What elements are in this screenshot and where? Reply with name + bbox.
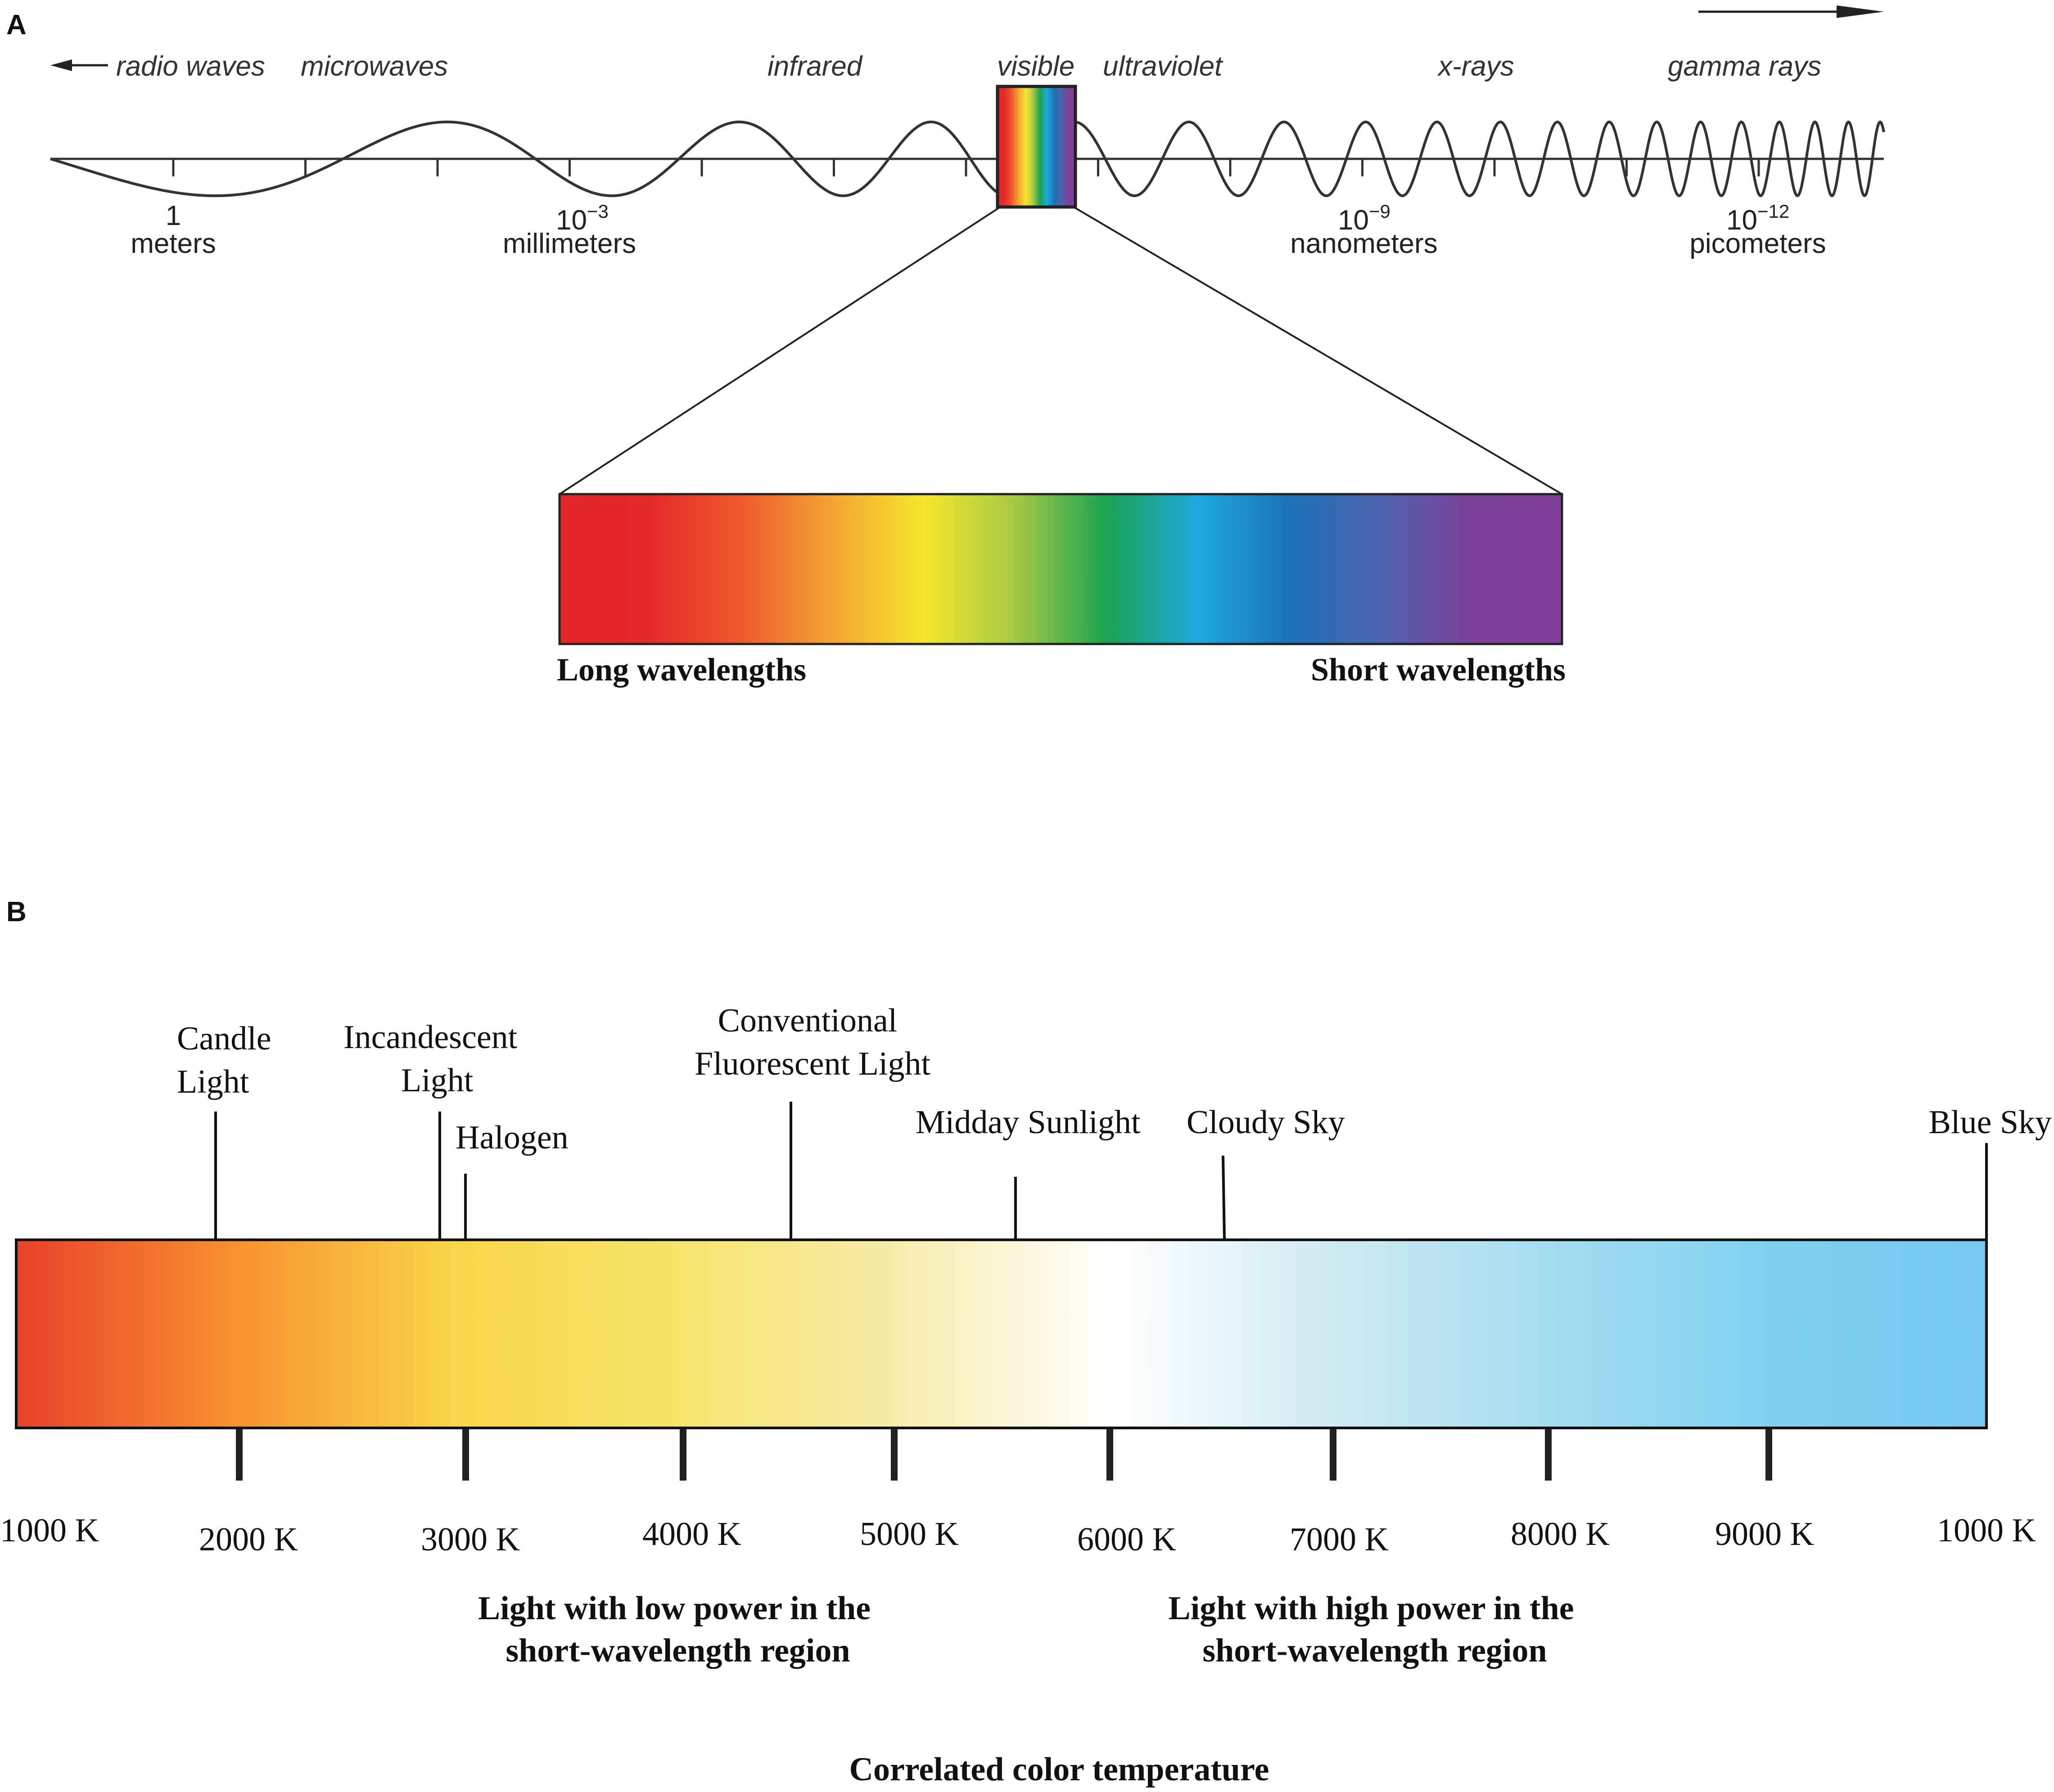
zoom-line-right	[1073, 206, 1563, 495]
temperature-tick-9000	[1765, 1429, 1772, 1481]
high-power-caption-line-1: Light with high power in the	[1168, 1590, 1574, 1627]
band-label-radio-waves: radio waves	[116, 51, 265, 82]
band-labels: radio waves microwaves infrared visible …	[116, 51, 1821, 82]
scale-label-millimeters-value: 10−3	[556, 201, 609, 236]
band-label-gamma-rays: gamma rays	[1668, 51, 1821, 82]
scale-label-nanometers: 10−9 nanometers	[1290, 201, 1437, 259]
light-source-midday-sunlight: Midday Sunlight	[916, 1104, 1141, 1238]
visible-spectrum-bar	[558, 493, 1563, 645]
temperature-label-8000: 8000 K	[1511, 1516, 1610, 1553]
scale-label-picometers-unit: picometers	[1689, 228, 1826, 259]
light-source-halogen: Halogen	[456, 1119, 569, 1238]
light-source-candle: Candle Light	[177, 1020, 271, 1238]
high-power-caption: Light with high power in the short-wavel…	[1168, 1590, 1574, 1669]
color-temperature-bar	[15, 1238, 1988, 1429]
light-source-blue-sky-line-1: Blue Sky	[1929, 1104, 2052, 1141]
light-source-incandescent-line-1: Incandescent	[343, 1019, 518, 1056]
band-label-x-rays: x-rays	[1437, 51, 1514, 82]
short-wavelengths-caption: Short wavelengths	[1311, 652, 1566, 688]
temperature-tick-6000	[1106, 1429, 1113, 1481]
temperature-label-1000-left: 1000 K	[0, 1512, 99, 1549]
light-source-blue-sky: Blue Sky	[1929, 1104, 2052, 1238]
low-power-caption-line-2: short-wavelength region	[506, 1632, 850, 1669]
temperature-tick-4000	[680, 1429, 686, 1481]
light-source-fluorescent-line-1: Conventional	[718, 1002, 898, 1039]
band-label-visible: visible	[997, 51, 1074, 82]
wavelength-axis-ticks	[172, 159, 1760, 176]
light-source-fluorescent: Conventional Fluorescent Light	[695, 1002, 931, 1238]
temperature-tick-7000	[1330, 1429, 1336, 1481]
band-label-microwaves: microwaves	[301, 51, 448, 82]
arrow-right-icon	[1698, 5, 1884, 18]
temperature-label-9000: 9000 K	[1715, 1516, 1814, 1553]
zoom-line-left	[559, 206, 1001, 495]
band-label-ultraviolet: ultraviolet	[1103, 51, 1223, 82]
band-label-infrared: infrared	[767, 51, 863, 82]
low-power-caption-line-1: Light with low power in the	[478, 1590, 871, 1627]
panel-b: B Candle Light Incandescent Light Haloge…	[0, 896, 2052, 1788]
light-source-cloudy-sky-line-1: Cloudy Sky	[1187, 1104, 1345, 1141]
scale-label-millimeters: 10−3 millimeters	[503, 201, 636, 259]
temperature-label-3000: 3000 K	[421, 1521, 520, 1558]
light-source-candle-line-1: Candle	[177, 1020, 271, 1057]
light-source-incandescent-line-2: Light	[401, 1062, 474, 1099]
scale-label-picometers-value: 10−12	[1726, 201, 1789, 236]
temperature-label-4000: 4000 K	[642, 1516, 741, 1553]
temperature-tick-labels: 1000 K 2000 K 3000 K 4000 K 5000 K 6000 …	[0, 1512, 2036, 1558]
scale-label-nanometers-value: 10−9	[1338, 201, 1390, 236]
scale-label-nanometers-unit: nanometers	[1290, 228, 1437, 259]
temperature-label-6000: 6000 K	[1077, 1521, 1176, 1558]
scale-label-millimeters-unit: millimeters	[503, 228, 636, 259]
light-source-incandescent: Incandescent Light	[343, 1019, 518, 1238]
temperature-tick-5000	[891, 1429, 898, 1481]
temperature-tick-2000	[236, 1429, 243, 1481]
light-source-cloudy-sky-pointer	[1222, 1155, 1226, 1239]
temperature-label-7000: 7000 K	[1290, 1521, 1389, 1558]
low-power-caption: Light with low power in the short-wavele…	[478, 1590, 871, 1669]
scale-label-picometers: 10−12 picometers	[1689, 201, 1826, 259]
scale-label-meters-value: 1	[166, 200, 181, 231]
panel-b-letter: B	[6, 896, 27, 928]
temperature-ticks	[236, 1429, 1772, 1481]
temperature-label-1000-right: 1000 K	[1937, 1512, 2036, 1549]
visible-spectrum-small-box	[996, 85, 1077, 209]
panel-a: A radio waves microwaves infrared visibl…	[6, 5, 1885, 688]
light-source-fluorescent-line-2: Fluorescent Light	[695, 1045, 931, 1082]
electromagnetic-wave	[50, 120, 1885, 198]
long-wavelengths-caption: Long wavelengths	[557, 652, 806, 688]
light-source-halogen-line-1: Halogen	[456, 1119, 569, 1156]
panel-a-letter: A	[6, 9, 27, 41]
temperature-label-5000: 5000 K	[860, 1516, 959, 1553]
temperature-label-2000: 2000 K	[199, 1521, 298, 1558]
light-source-cloudy-sky: Cloudy Sky	[1187, 1104, 1345, 1239]
arrow-left-icon	[50, 59, 108, 71]
light-source-candle-line-2: Light	[177, 1063, 249, 1100]
temperature-tick-8000	[1545, 1429, 1552, 1481]
light-source-midday-sunlight-line-1: Midday Sunlight	[916, 1104, 1141, 1141]
scale-label-meters: 1 meters	[131, 200, 216, 259]
scale-label-meters-unit: meters	[131, 228, 216, 259]
correlated-color-temperature-title: Correlated color temperature	[849, 1751, 1269, 1788]
temperature-tick-3000	[462, 1429, 469, 1481]
high-power-caption-line-2: short-wavelength region	[1202, 1632, 1547, 1669]
